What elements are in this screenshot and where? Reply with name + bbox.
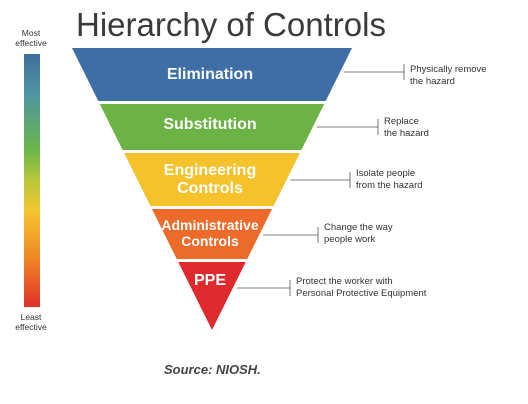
- tier-description-elimination: Physically remove the hazard: [410, 64, 487, 87]
- tier-description-ppe: Protect the worker with Personal Protect…: [296, 276, 427, 299]
- tier-administrative-controls-leader-line: [263, 227, 319, 243]
- tier-label-substitution: Substitution: [163, 116, 257, 133]
- tier-label-engineering-controls: Engineering Controls: [163, 162, 257, 197]
- tier-ppe-leader-line: [236, 280, 291, 296]
- tier-ppe-band: [178, 262, 246, 330]
- source-caption: Source: NIOSH.: [164, 362, 261, 377]
- tier-administrative-controls-band: [151, 209, 273, 259]
- tier-elimination-band: [72, 48, 352, 101]
- tier-elimination-leader-line: [344, 64, 405, 80]
- least-effective-label: Least effective: [15, 312, 47, 332]
- tier-description-engineering-controls: Isolate people from the hazard: [356, 168, 423, 191]
- tier-label-ppe: PPE: [193, 272, 226, 289]
- tier-substitution-leader-line: [316, 119, 379, 135]
- tier-description-administrative-controls: Change the way people work: [324, 222, 393, 245]
- tier-engineering-controls-leader-line: [290, 172, 351, 188]
- most-effective-label: Most effective: [15, 28, 47, 48]
- tier-label-administrative-controls: Administrative Controls: [161, 217, 259, 249]
- tier-description-substitution: Replace the hazard: [384, 116, 429, 139]
- tier-label-elimination: Elimination: [166, 66, 254, 83]
- tier-substitution-band: [99, 104, 325, 150]
- effectiveness-gradient-bar: [24, 54, 40, 307]
- tier-engineering-controls-band: [124, 153, 300, 206]
- page-title: Hierarchy of Controls: [76, 6, 386, 43]
